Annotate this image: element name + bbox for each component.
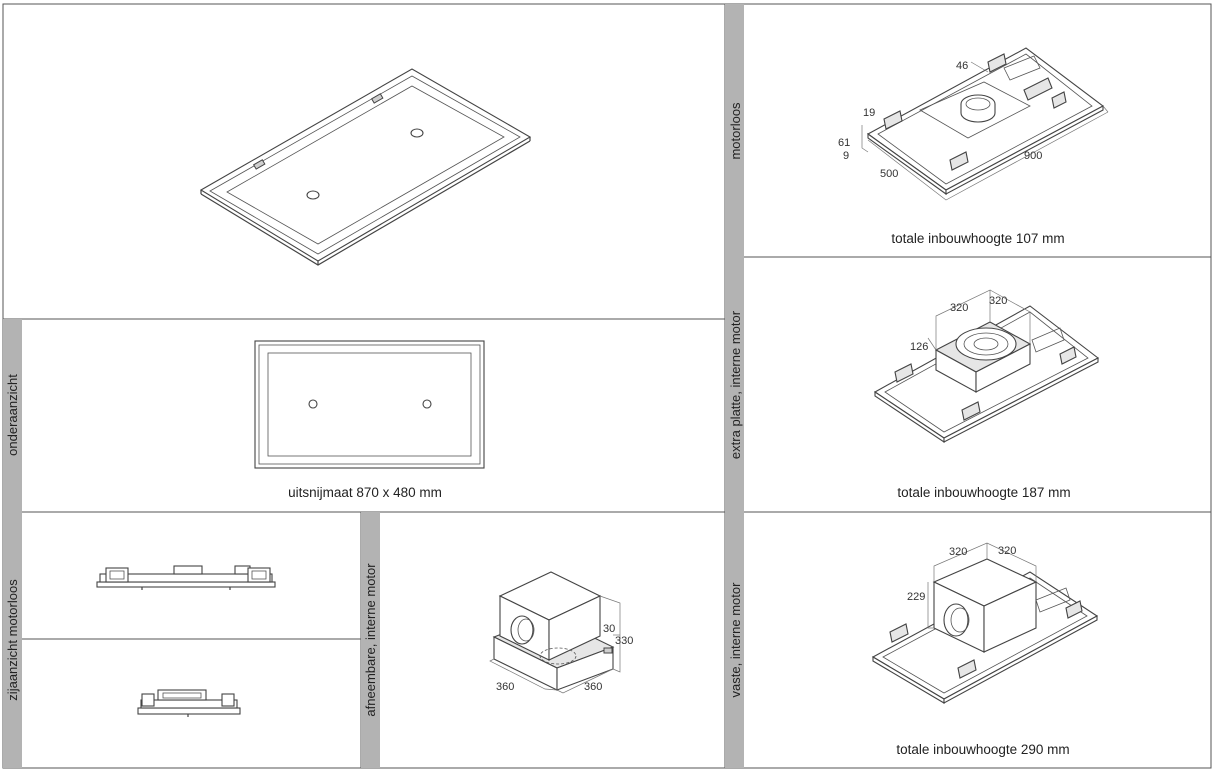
dim-fixed-b: 320: [998, 545, 1016, 557]
dim-fixed-a: 320: [949, 546, 967, 558]
dim-motorless-500: 500: [880, 168, 898, 180]
motorless-drawing: [861, 47, 1109, 201]
dim-fixed-h: 229: [907, 591, 925, 603]
dim-motorless-61: 61: [838, 137, 850, 149]
caption-bottom-view: uitsnijmaat 870 x 480 mm: [288, 485, 442, 500]
dim-motorless-9: 9: [843, 150, 849, 162]
side-bar-vaste: vaste, interne motor: [725, 512, 744, 768]
caption-fixed-motor: totale inbouwhoogte 290 mm: [896, 742, 1069, 757]
side-label-onderaanzicht: onderaanzicht: [5, 374, 20, 456]
side-view-motorless-top: [96, 565, 276, 590]
side-bar-zijaanzicht: zijaanzicht motorloos: [3, 512, 22, 768]
dim-extra-b: 320: [989, 295, 1007, 307]
dim-removable-right: 360: [584, 681, 602, 693]
caption-extra-plate: totale inbouwhoogte 187 mm: [897, 485, 1070, 500]
caption-motorless: totale inbouwhoogte 107 mm: [891, 231, 1064, 246]
side-label-zijaanzicht: zijaanzicht motorloos: [5, 579, 20, 701]
side-bar-motorloos: motorloos: [725, 4, 744, 257]
dim-motorless-900: 900: [1024, 150, 1042, 162]
side-view-motorless-bottom: [137, 689, 241, 717]
side-label-motorloos: motorloos: [728, 102, 743, 160]
dim-motorless-19: 19: [863, 107, 875, 119]
side-bar-onderaanzicht: onderaanzicht: [3, 319, 22, 512]
perspective-frame-drawing: [199, 68, 532, 266]
dim-removable-height: 330: [615, 635, 633, 647]
dim-extra-h: 126: [910, 341, 928, 353]
side-label-vaste: vaste, interne motor: [728, 582, 743, 698]
side-label-afneembare: afneembare, interne motor: [363, 563, 378, 717]
extra-plate-drawing: [873, 289, 1100, 444]
dim-removable-left: 360: [496, 681, 514, 693]
side-bar-extra-platte: extra platte, interne motor: [725, 257, 744, 512]
dim-motorless-46: 46: [956, 60, 968, 72]
removable-motor-drawing: [489, 571, 621, 694]
side-label-extra-platte: extra platte, interne motor: [728, 310, 743, 459]
dim-removable-top: 30: [603, 623, 615, 635]
bottom-view-drawing: [254, 340, 485, 469]
side-bar-afneembare: afneembare, interne motor: [361, 512, 380, 768]
fixed-motor-drawing: [871, 542, 1099, 704]
dim-extra-a: 320: [950, 302, 968, 314]
